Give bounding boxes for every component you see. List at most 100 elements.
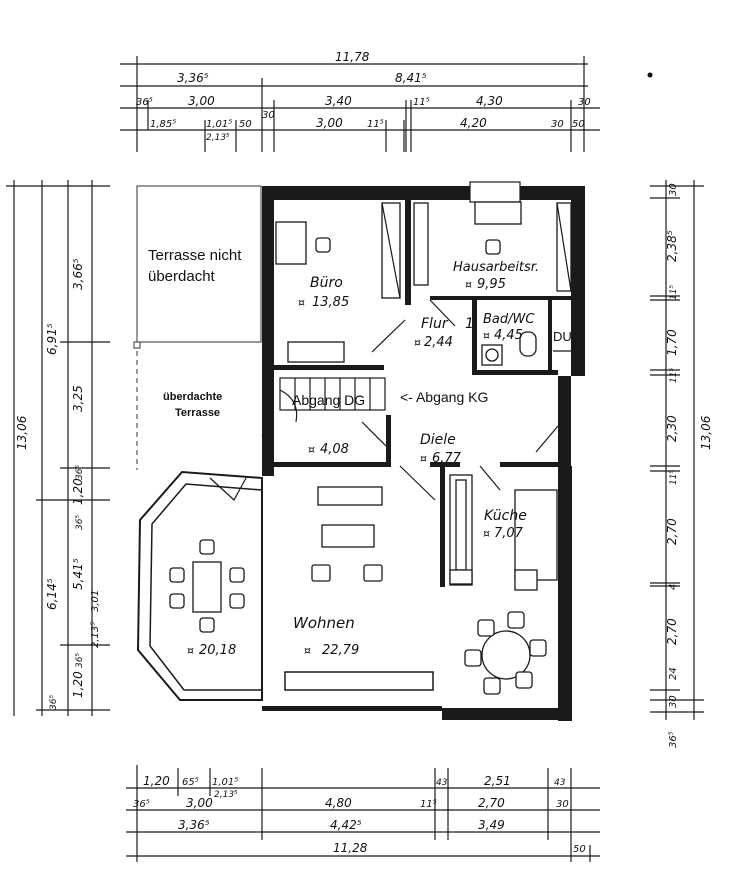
bottom-dimensions: 1,20 65⁵ 1,01⁵ 2,13⁵ 43 2,51 43 36⁵ 3,00… bbox=[126, 765, 600, 862]
room-name-kueche: Küche bbox=[484, 508, 527, 524]
dim-bottom-row2-f: 30 bbox=[556, 799, 569, 810]
room-area-bad: 4,45 bbox=[494, 328, 523, 343]
area-symbol: ¤ bbox=[483, 527, 490, 540]
furniture bbox=[169, 201, 572, 695]
room-area-kueche: 7,07 bbox=[494, 526, 524, 541]
dim-bottom-row2-e: 2,70 bbox=[478, 796, 505, 810]
dim-bottom-row3-c: 3,49 bbox=[478, 818, 505, 832]
area-symbol: ¤ bbox=[483, 329, 490, 342]
dim-bottom-end: 50 bbox=[573, 844, 586, 855]
staircase bbox=[279, 377, 386, 423]
dim-top-row2-c: 3,40 bbox=[325, 94, 352, 108]
table bbox=[474, 201, 522, 225]
dim-top-row1-a: 3,36⁵ bbox=[177, 71, 209, 85]
room-name-flur: Flur bbox=[421, 316, 449, 332]
room-name-bad: Bad/WC bbox=[483, 312, 535, 327]
dim-left-b6: 2,13⁵ bbox=[90, 622, 101, 648]
dim-left-b1: 5,41⁵ bbox=[71, 558, 85, 590]
dim-top-row1-b: 8,41⁵ bbox=[395, 71, 427, 85]
room-area-diele: 6,77 bbox=[432, 451, 462, 466]
dim-bottom-row1-b: 65⁵ bbox=[182, 777, 199, 788]
coffee-table bbox=[321, 524, 375, 548]
room-name-diele: Diele bbox=[420, 432, 456, 448]
dim-top-row2-e: 4,30 bbox=[476, 94, 503, 108]
dim-top-row3-e: 30 bbox=[262, 110, 275, 121]
area-symbol: ¤ bbox=[298, 296, 305, 309]
bed bbox=[287, 341, 345, 363]
dim-right-a11: 30 bbox=[668, 695, 679, 708]
dim-left-b8: 1,20 bbox=[71, 671, 85, 698]
dim-left-b9: 36⁵ bbox=[49, 695, 59, 710]
dim-top-row2-f: 30 bbox=[578, 97, 591, 108]
area-symbol: ¤ bbox=[187, 644, 194, 657]
dim-right-a2: 11⁵ bbox=[669, 285, 679, 300]
dim-right-a1: 2,38⁵ bbox=[665, 230, 679, 262]
dim-bottom-row1-f: 2,51 bbox=[484, 774, 511, 788]
dim-left-total: 13,06 bbox=[15, 415, 29, 450]
area-symbol: ¤ bbox=[414, 336, 421, 349]
area-symbol: ¤ bbox=[308, 443, 315, 456]
dim-left-b3: 1,20 bbox=[71, 478, 85, 505]
dim-right-a5: 2,30 bbox=[665, 415, 679, 442]
dim-right-a10: 24 bbox=[668, 667, 679, 680]
room-area-essen: 20,18 bbox=[199, 643, 236, 658]
terrace-open-label: Terrasse nicht bbox=[148, 247, 242, 264]
room-area-hausarbeit: 9,95 bbox=[477, 277, 506, 292]
bay-window bbox=[136, 470, 263, 701]
dim-right-total: 13,06 bbox=[699, 415, 713, 450]
cabinet bbox=[413, 202, 429, 286]
dim-top-row3-c: 2,13⁵ bbox=[206, 133, 230, 143]
dim-left-a0: 6,91⁵ bbox=[45, 323, 59, 355]
chair bbox=[485, 239, 501, 255]
room-name-du: DU bbox=[553, 329, 572, 344]
dim-left-b5: 3,01 bbox=[90, 590, 101, 612]
top-dimensions: 11,78 3,36⁵ 8,41⁵ 36⁵ 3,00 3,40 11⁵ 4,30… bbox=[120, 50, 653, 152]
dim-left-b7: 36⁵ bbox=[75, 653, 85, 668]
room-name-wohnen: Wohnen bbox=[293, 614, 355, 632]
sideboard bbox=[317, 486, 383, 506]
dim-right-a0: 30 bbox=[668, 183, 679, 196]
dim-bottom-row1-a: 1,20 bbox=[143, 774, 170, 788]
dim-bottom-row1-g: 43 bbox=[554, 778, 566, 788]
dim-top-row2-b: 3,00 bbox=[188, 94, 215, 108]
desk bbox=[275, 221, 307, 265]
dim-left-b4: 36⁵ bbox=[75, 515, 85, 530]
dim-top-row3-a: 1,85⁵ bbox=[150, 119, 176, 130]
walls bbox=[262, 181, 585, 721]
dim-bottom-row1-c: 1,01⁵ bbox=[212, 777, 238, 788]
dim-right-a3: 1,70 bbox=[665, 329, 679, 356]
kitchen-counter bbox=[514, 489, 558, 581]
terrace-area bbox=[133, 185, 262, 470]
dim-bottom-row2-d: 11⁵ bbox=[420, 799, 437, 810]
area-symbol: ¤ bbox=[465, 278, 472, 291]
dim-bottom-row2-a: 36⁵ bbox=[133, 799, 150, 810]
dim-bottom-total: 11,28 bbox=[333, 841, 368, 855]
dim-top-row3-d: 50 bbox=[239, 119, 252, 130]
room-area-flur-2: 4,08 bbox=[320, 442, 349, 457]
room-name-buero: Büro bbox=[310, 275, 343, 291]
room-area-buero: 13,85 bbox=[312, 295, 349, 310]
dim-top-total: 11,78 bbox=[335, 50, 370, 64]
area-symbol: ¤ bbox=[304, 644, 311, 657]
room-area-wohnen: 22,79 bbox=[322, 643, 359, 658]
chair bbox=[315, 237, 331, 253]
dim-bottom-row1-e: 43 bbox=[436, 778, 448, 788]
dim-left-b2: 36⁵ bbox=[75, 465, 85, 480]
dim-right-a7: 2,70 bbox=[665, 518, 679, 545]
dim-right-a6: 11⁵ bbox=[669, 470, 679, 485]
room-labels: Terrasse nicht überdacht überdachte Terr… bbox=[148, 247, 572, 658]
left-dimensions: 13,06 6,91⁵ 3,66⁵ 3,25 6,14⁵ 5,41⁵ 36⁵ 1… bbox=[6, 180, 110, 716]
dim-top-row3-f: 3,00 bbox=[316, 116, 343, 130]
terrace-open bbox=[136, 185, 262, 343]
dim-top-row3-j: 50 bbox=[572, 119, 585, 130]
dim-bottom-row3-a: 3,36⁵ bbox=[178, 818, 210, 832]
armchair bbox=[363, 564, 383, 582]
dim-bottom-row1-d: 2,13⁵ bbox=[214, 790, 238, 800]
right-dimensions: 30 2,38⁵ 11⁵ 1,70 11⁵ 2,30 11⁵ 2,70 4 2,… bbox=[650, 180, 713, 748]
dim-right-a4: 11⁵ bbox=[669, 368, 679, 383]
dim-top-row2-a: 36⁵ bbox=[136, 97, 153, 108]
dim-right-a9: 2,70 bbox=[665, 618, 679, 645]
label-abgang-kg: <- Abgang KG bbox=[400, 389, 488, 405]
dim-left-a2: 3,25 bbox=[71, 385, 85, 412]
